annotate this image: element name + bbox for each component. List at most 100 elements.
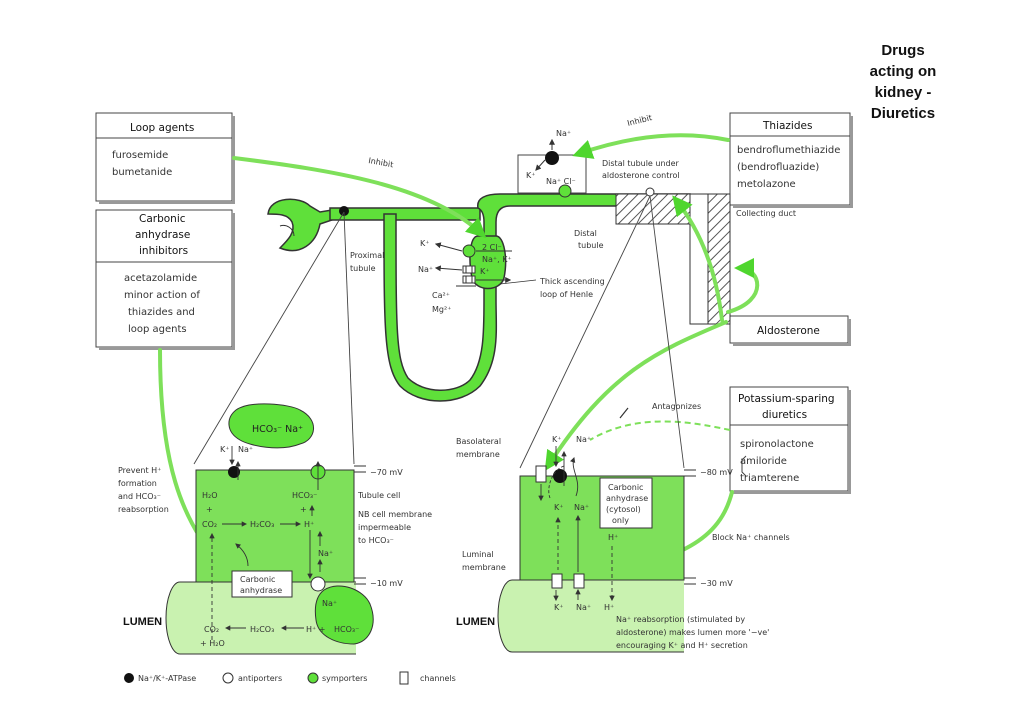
thick-loop-label-2: loop of Henle — [540, 290, 593, 299]
right-k-top: K⁺ — [552, 435, 561, 444]
nb-line-1: NB cell membrane — [358, 510, 432, 519]
right-membrane-marks — [684, 469, 696, 585]
right-note-2: aldosterone) makes lumen more '−ve' — [616, 628, 769, 637]
ion-ca: Ca²⁺ — [432, 291, 450, 300]
distal-label-2: tubule — [578, 241, 604, 250]
left-tubule-cell — [165, 403, 374, 655]
loop-drug-1: furosemide — [112, 150, 168, 161]
aldosterone-heading: Aldosterone — [757, 325, 820, 337]
carbonic-label-2: anhydrase — [240, 586, 282, 595]
right-mv80: −80 mV — [700, 468, 733, 477]
right-note-1: Na⁺ reabsorption (stimulated by — [616, 615, 745, 624]
right-na-top: Na⁺ — [576, 435, 591, 444]
projection-lines — [193, 195, 685, 469]
ksparing-drug-1: spironolactone — [740, 439, 814, 450]
left-hco3: HCO₃⁻ — [292, 491, 317, 500]
thiazides-heading: Thiazides — [762, 120, 812, 132]
right-cell-arrows — [538, 446, 615, 602]
antagonizes-dashed-arrow — [589, 420, 731, 441]
legend-channels: channels — [420, 674, 456, 683]
left-lumen: LUMEN — [123, 616, 162, 628]
potassium-sparing-box: Potassium-sparing diuretics spironolacto… — [729, 386, 851, 494]
loop-agents-box: Loop agents furosemide bumetanide — [95, 112, 235, 204]
carbonic-box-2: anhydrase — [606, 494, 648, 503]
legend-channel-icon — [399, 671, 409, 685]
carbonic-heading-2: anhydrase — [135, 229, 190, 241]
right-k-cell: K⁺ — [554, 503, 563, 512]
carbonic-drug-3: thiazides and — [128, 307, 195, 318]
legend-atpase: Na⁺/K⁺-ATPase — [138, 674, 196, 683]
carbonic-heading-3: inhibitors — [139, 245, 188, 257]
lumen-h2co3: H₂CO₃ — [250, 625, 274, 634]
carbonic-label-1: Carbonic — [240, 575, 275, 584]
legend — [124, 671, 409, 685]
ksparing-heading-2: diuretics — [762, 409, 807, 421]
thiazide-drug-3: metolazone — [737, 179, 796, 190]
left-co2: CO₂ — [202, 520, 217, 529]
legend-symporters: symporters — [322, 674, 367, 683]
legend-antiporters: antiporters — [238, 674, 282, 683]
thiazide-drug-2: (bendrofluazide) — [737, 162, 819, 173]
ksparing-drug-3: triamterene — [740, 473, 799, 484]
ion-na-out: Na⁺ — [418, 265, 433, 274]
ion-2cl: 2 Cl⁻ — [482, 243, 502, 252]
loop-agents-heading: Loop agents — [130, 122, 194, 134]
left-membrane-marks — [354, 465, 366, 585]
thick-loop-label-1: Thick ascending — [539, 277, 605, 286]
left-h2co3: H₂CO₃ — [250, 520, 274, 529]
thiazides-box: Thiazides bendroflumethiazide (bendroflu… — [729, 112, 853, 208]
nb-line-3: to HCO₃⁻ — [358, 536, 394, 545]
ion-na-cl: Na⁺ Cl⁻ — [546, 177, 576, 186]
basolateral-line-1: Basolateral — [456, 437, 501, 446]
carbonic-box-3: (cytosol) — [606, 505, 641, 514]
carbonic-heading-1: Carbonic — [139, 213, 186, 225]
block-na-label: Block Na⁺ channels — [712, 533, 790, 542]
distal-label-1: Distal — [574, 229, 597, 238]
lumen-co2: CO₂ — [204, 625, 219, 634]
left-na-cell: Na⁺ — [318, 549, 333, 558]
ion-k-in: K⁺ — [480, 267, 489, 276]
carbonic-box-4: only — [612, 516, 629, 525]
page-title: Drugs acting on kidney - Diuretics — [869, 42, 937, 122]
prevent-line-1: Prevent H⁺ — [118, 466, 161, 475]
tubule-cell-label: Tubule cell — [357, 491, 400, 500]
right-na-cell: Na⁺ — [574, 503, 589, 512]
right-bottom-na: Na⁺ — [576, 603, 591, 612]
carbonic-anhydrase-box: Carbonic anhydrase inhibitors acetazolam… — [95, 209, 235, 350]
lumen-hplus: H⁺ + — [306, 625, 325, 634]
ksparing-heading-1: Potassium-sparing — [738, 393, 835, 405]
ion-na-k: Na⁺, K⁺ — [482, 255, 512, 264]
ion-k-side: K⁺ — [526, 171, 535, 180]
legend-atpase-icon — [124, 673, 134, 683]
left-hplus: H⁺ — [304, 520, 314, 529]
right-h-cell: H⁺ — [608, 533, 618, 542]
right-tubule-cell — [497, 465, 685, 653]
left-na-label: Na⁺ — [238, 445, 253, 454]
legend-antiporter-icon — [222, 672, 234, 684]
carbonic-drug-2: minor action of — [124, 290, 200, 301]
right-lumen: LUMEN — [456, 616, 495, 628]
nb-line-2: impermeable — [358, 523, 411, 532]
left-mv10: −10 mV — [370, 579, 403, 588]
basolateral-line-2: membrane — [456, 450, 500, 459]
right-bottom-h: H⁺ — [604, 603, 614, 612]
ion-k-out: K⁺ — [420, 239, 429, 248]
left-mv70: −70 mV — [370, 468, 403, 477]
inhibit-loop-label: Inhibit — [368, 156, 394, 169]
carbonic-drug-1: acetazolamide — [124, 273, 197, 284]
lumen-hco3: HCO₃⁻ — [334, 625, 359, 634]
distal-under-label-2: aldosterone control — [602, 171, 680, 180]
proximal-label-1: Proximal — [350, 251, 384, 260]
right-bottom-k: K⁺ — [554, 603, 563, 612]
left-k-label: K⁺ — [220, 445, 229, 454]
nephron — [267, 151, 731, 402]
carbonic-box-1: Carbonic — [608, 483, 643, 492]
proximal-label-2: tubule — [350, 264, 376, 273]
ion-mg: Mg²⁺ — [432, 305, 451, 314]
luminal-line-2: membrane — [462, 563, 506, 572]
right-note-3: encouraging K⁺ and H⁺ secretion — [616, 641, 748, 650]
right-mv30: −30 mV — [700, 579, 733, 588]
loop-drug-2: bumetanide — [112, 167, 172, 178]
prevent-line-4: reabsorption — [118, 505, 169, 514]
